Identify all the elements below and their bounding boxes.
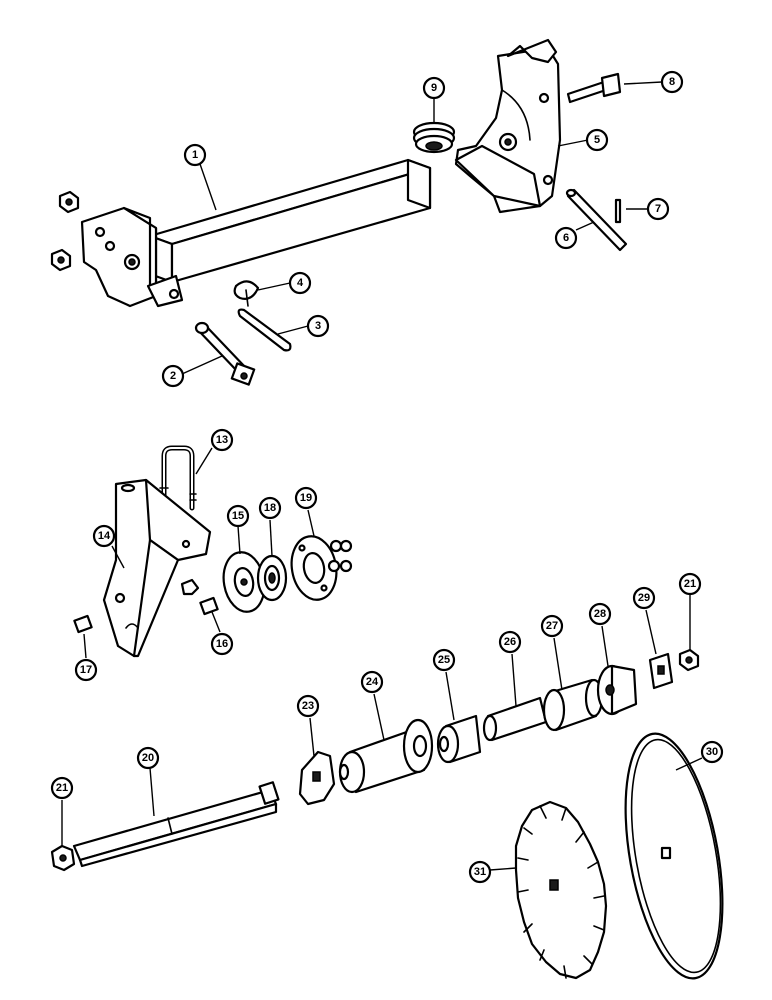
callout-31: 31 [468, 860, 492, 884]
callout-21-right: 21 [678, 572, 702, 596]
callout-27-label: 27 [546, 620, 558, 632]
callout-23-label: 23 [302, 700, 314, 712]
callout-30: 30 [700, 740, 724, 764]
callout-19: 19 [294, 486, 318, 510]
callout-6-label: 6 [563, 232, 569, 244]
callout-15-label: 15 [232, 510, 244, 522]
leader-lines [61, 81, 703, 871]
callout-3-label: 3 [315, 320, 321, 332]
callout-29: 29 [632, 586, 656, 610]
callout-1: 1 [183, 143, 207, 167]
callout-2: 2 [161, 364, 185, 388]
callout-29-label: 29 [638, 592, 650, 604]
callout-17: 17 [74, 658, 98, 682]
part-13-u-bolt [159, 445, 197, 511]
callout-26-label: 26 [504, 636, 516, 648]
part-19-flange [290, 535, 338, 601]
part-2-pin [194, 321, 256, 386]
nut-14-detail [180, 578, 200, 596]
part-21-nut-left [50, 844, 76, 872]
callout-26: 26 [498, 630, 522, 654]
part-28-cap [596, 664, 638, 716]
callout-4: 4 [288, 271, 312, 295]
callout-7: 7 [646, 197, 670, 221]
callout-15: 15 [226, 504, 250, 528]
callout-28: 28 [588, 602, 612, 626]
callout-25: 25 [432, 648, 456, 672]
callout-3: 3 [306, 314, 330, 338]
callout-25-label: 25 [438, 654, 450, 666]
part-29-washer [648, 652, 674, 690]
callout-16-label: 16 [216, 638, 228, 650]
callout-23: 23 [296, 694, 320, 718]
part-31-notched-disc [514, 800, 608, 980]
part-27-bushing [542, 678, 604, 732]
part-30-disc [624, 732, 724, 980]
callout-1-label: 1 [192, 149, 198, 161]
callout-14: 14 [92, 524, 116, 548]
callout-9-label: 9 [431, 82, 437, 94]
part-3-clip-pin [237, 308, 292, 352]
part-14-mount-bracket [102, 478, 212, 658]
callout-17-label: 17 [80, 664, 92, 676]
part-25-bushing [436, 714, 482, 764]
callout-24: 24 [360, 670, 384, 694]
part-9-spring [412, 121, 456, 154]
callout-18-label: 18 [264, 502, 276, 514]
callout-13: 13 [210, 428, 234, 452]
callout-5: 5 [585, 128, 609, 152]
callout-8-label: 8 [669, 76, 675, 88]
callout-5-label: 5 [594, 134, 600, 146]
callout-13-label: 13 [216, 434, 228, 446]
part-21-nut-right [678, 648, 700, 672]
callout-24-label: 24 [366, 676, 379, 688]
callout-16: 16 [210, 632, 234, 656]
part-15-flange [222, 551, 266, 613]
callout-21-right-label: 21 [684, 578, 696, 590]
part-17-bolt [73, 614, 93, 634]
part-6-pin [565, 188, 628, 252]
callout-4-label: 4 [297, 277, 304, 289]
callout-30-label: 30 [706, 746, 718, 758]
callout-14-label: 14 [98, 530, 111, 542]
part-1-arm-tube [80, 158, 432, 308]
nut-upper-left [58, 190, 80, 214]
part-4-lynch-pin [233, 280, 260, 307]
callout-18: 18 [258, 496, 282, 520]
part-26-tube [482, 696, 548, 742]
callout-20-label: 20 [142, 752, 154, 764]
callout-7-label: 7 [655, 203, 661, 215]
callout-21-left: 21 [50, 776, 74, 800]
callout-2-label: 2 [170, 370, 176, 382]
part-16-bolt [199, 596, 219, 616]
nut-lower-left [50, 248, 72, 272]
part-24-spool [338, 718, 434, 794]
callout-21-left-label: 21 [56, 782, 68, 794]
callout-31-label: 31 [474, 866, 486, 878]
part-20-shaft [72, 781, 280, 868]
callout-20: 20 [136, 746, 160, 770]
callout-28-label: 28 [594, 608, 606, 620]
callout-9: 9 [422, 76, 446, 100]
part-23-plate [298, 750, 336, 806]
part-8-bolt [566, 72, 622, 104]
callout-6: 6 [554, 226, 578, 250]
callout-8: 8 [660, 70, 684, 94]
part-18-bearing [256, 554, 288, 602]
callout-27: 27 [540, 614, 564, 638]
callout-19-label: 19 [300, 492, 312, 504]
part-7-cotter [614, 198, 622, 224]
part-5-bracket [454, 38, 562, 214]
washers-nuts-19 [327, 539, 353, 573]
